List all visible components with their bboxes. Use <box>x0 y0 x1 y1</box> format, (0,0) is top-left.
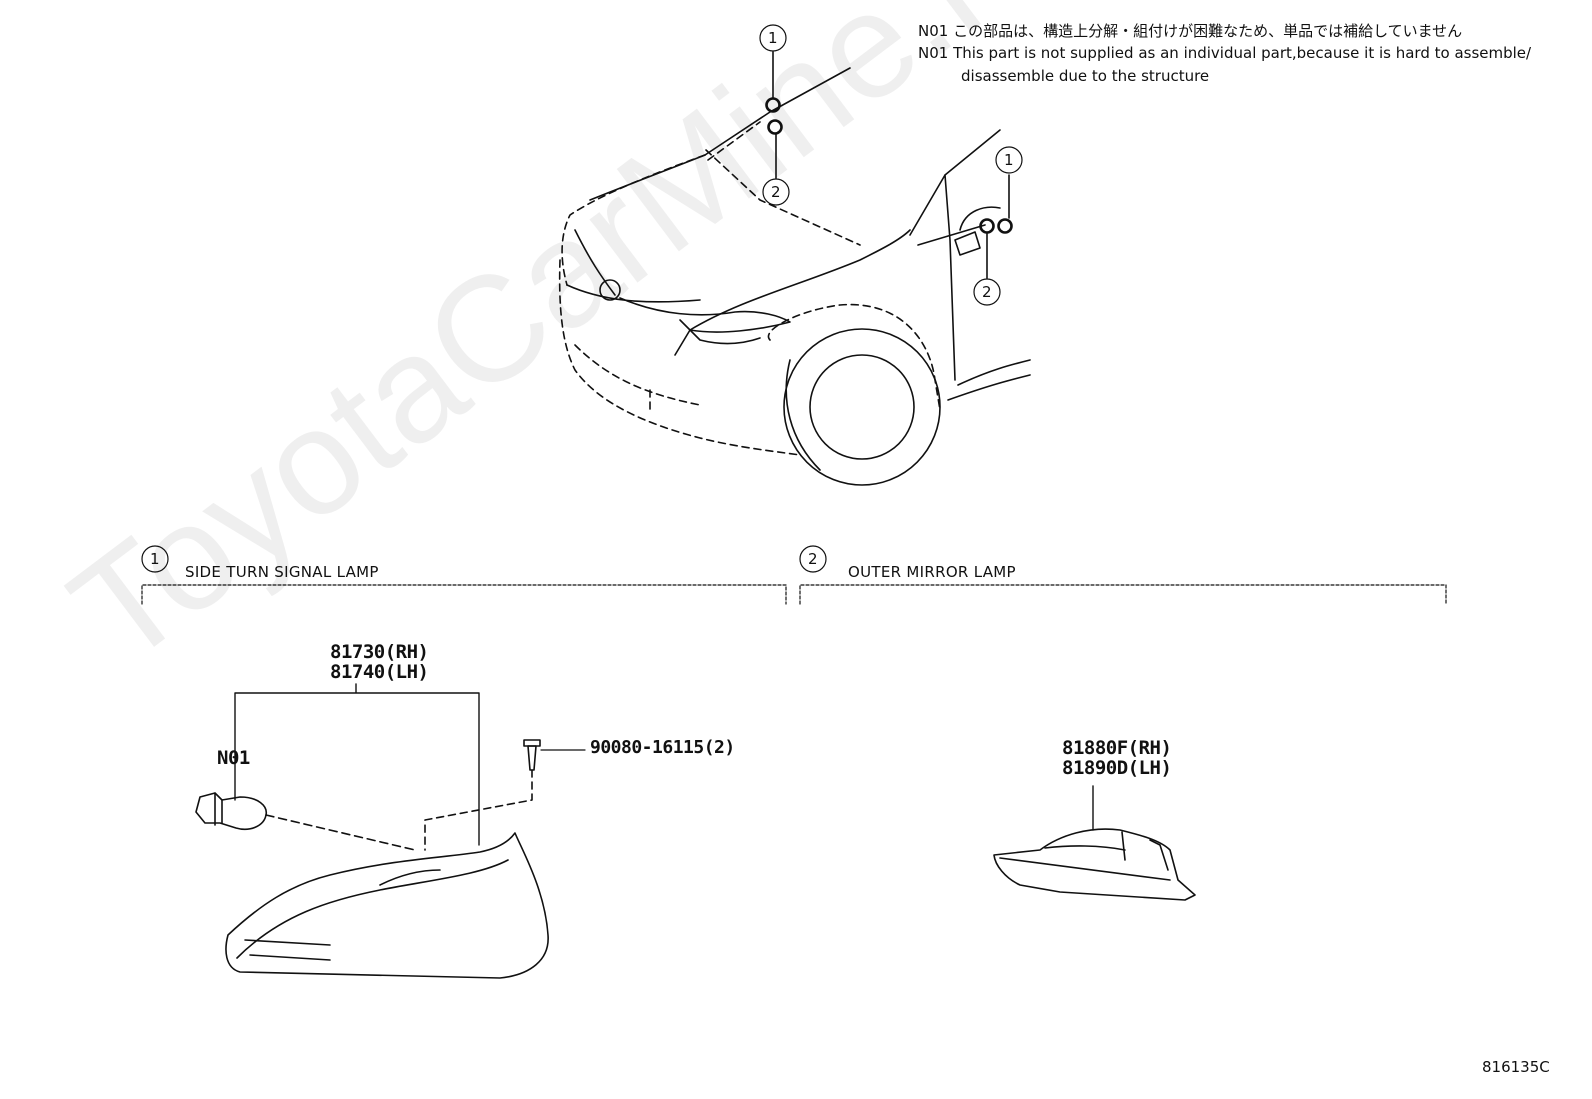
section-brackets <box>141 545 1447 605</box>
outer-mirror-lamp-illustration <box>993 785 1196 901</box>
callout-2-mirror: 2 <box>982 283 992 301</box>
diagram-code: 816135C <box>1482 1058 1550 1076</box>
callout-1-mirror: 1 <box>1004 151 1014 169</box>
callout-2-top: 2 <box>771 183 781 201</box>
section-1-title: SIDE TURN SIGNAL LAMP <box>185 563 379 581</box>
note-en-line1: N01 This part is not supplied as an indi… <box>918 44 1532 62</box>
callout-1-top: 1 <box>768 29 778 47</box>
note-jp: N01 この部品は、構造上分解・組付けが困難なため、単品では補給していません <box>918 22 1463 40</box>
note-ref-n01: N01 <box>217 747 250 769</box>
part-81880f-rh: 81880F(RH) <box>1062 737 1172 759</box>
part-81730-rh: 81730(RH) <box>330 641 429 663</box>
note-en-line2: disassemble due to the structure <box>961 67 1210 85</box>
part-81740-lh: 81740(LH) <box>330 661 429 683</box>
section-2-title: OUTER MIRROR LAMP <box>848 563 1016 581</box>
section-2-number: 2 <box>808 550 818 568</box>
part-screw: 90080-16115(2) <box>590 737 735 758</box>
side-turn-signal-lamp-illustration <box>195 683 586 979</box>
car-front-illustration <box>558 24 1031 486</box>
section-1-number: 1 <box>150 550 160 568</box>
part-81890d-lh: 81890D(LH) <box>1062 757 1172 779</box>
